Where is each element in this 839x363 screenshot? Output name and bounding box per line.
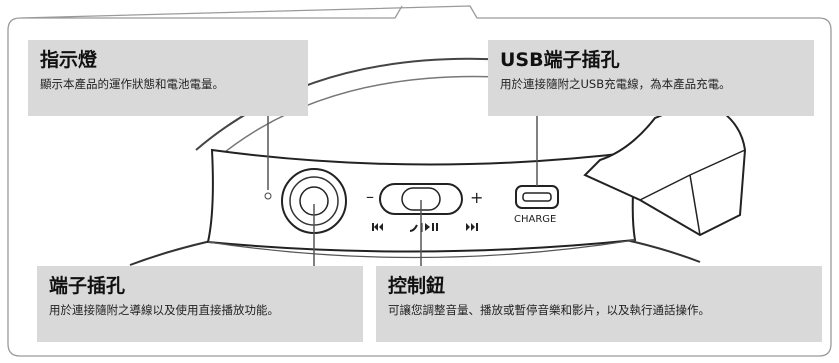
indicator-led xyxy=(264,192,272,200)
frame-border xyxy=(7,5,832,357)
callout-jack: 端子插孔 用於連接隨附之導線以及使用直接播放功能。 xyxy=(37,266,363,342)
callout-control: 控制鈕 可讓您調整音量、播放或暫停音樂和影片，以及執行通話操作。 xyxy=(376,266,822,342)
callout-indicator-title: 指示燈 xyxy=(40,49,98,71)
next-track-icon xyxy=(466,223,478,231)
volume-plus-label: + xyxy=(470,188,483,207)
previous-track-icon xyxy=(372,223,383,231)
callout-control-title: 控制鈕 xyxy=(388,275,446,297)
callout-indicator: 指示燈 顯示本產品的運作狀態和電池電量。 xyxy=(28,40,308,116)
callout-indicator-desc: 顯示本產品的運作狀態和電池電量。 xyxy=(40,77,224,91)
callout-jack-desc: 用於連接隨附之導線以及使用直接播放功能。 xyxy=(49,303,279,317)
callout-control-desc: 可讓您調整音量、播放或暫停音樂和影片，以及執行通話操作。 xyxy=(388,303,710,317)
callout-jack-title: 端子插孔 xyxy=(49,275,126,297)
callout-usb-desc: 用於連接隨附之USB充電線，為本產品充電。 xyxy=(500,77,731,91)
callout-usb-title: USB端子插孔 xyxy=(500,49,620,71)
usb-port xyxy=(515,185,559,209)
volume-minus-label: – xyxy=(366,187,374,206)
charge-label: CHARGE xyxy=(514,214,556,225)
callout-usb: USB端子插孔 用於連接隨附之USB充電線，為本產品充電。 xyxy=(488,40,814,116)
